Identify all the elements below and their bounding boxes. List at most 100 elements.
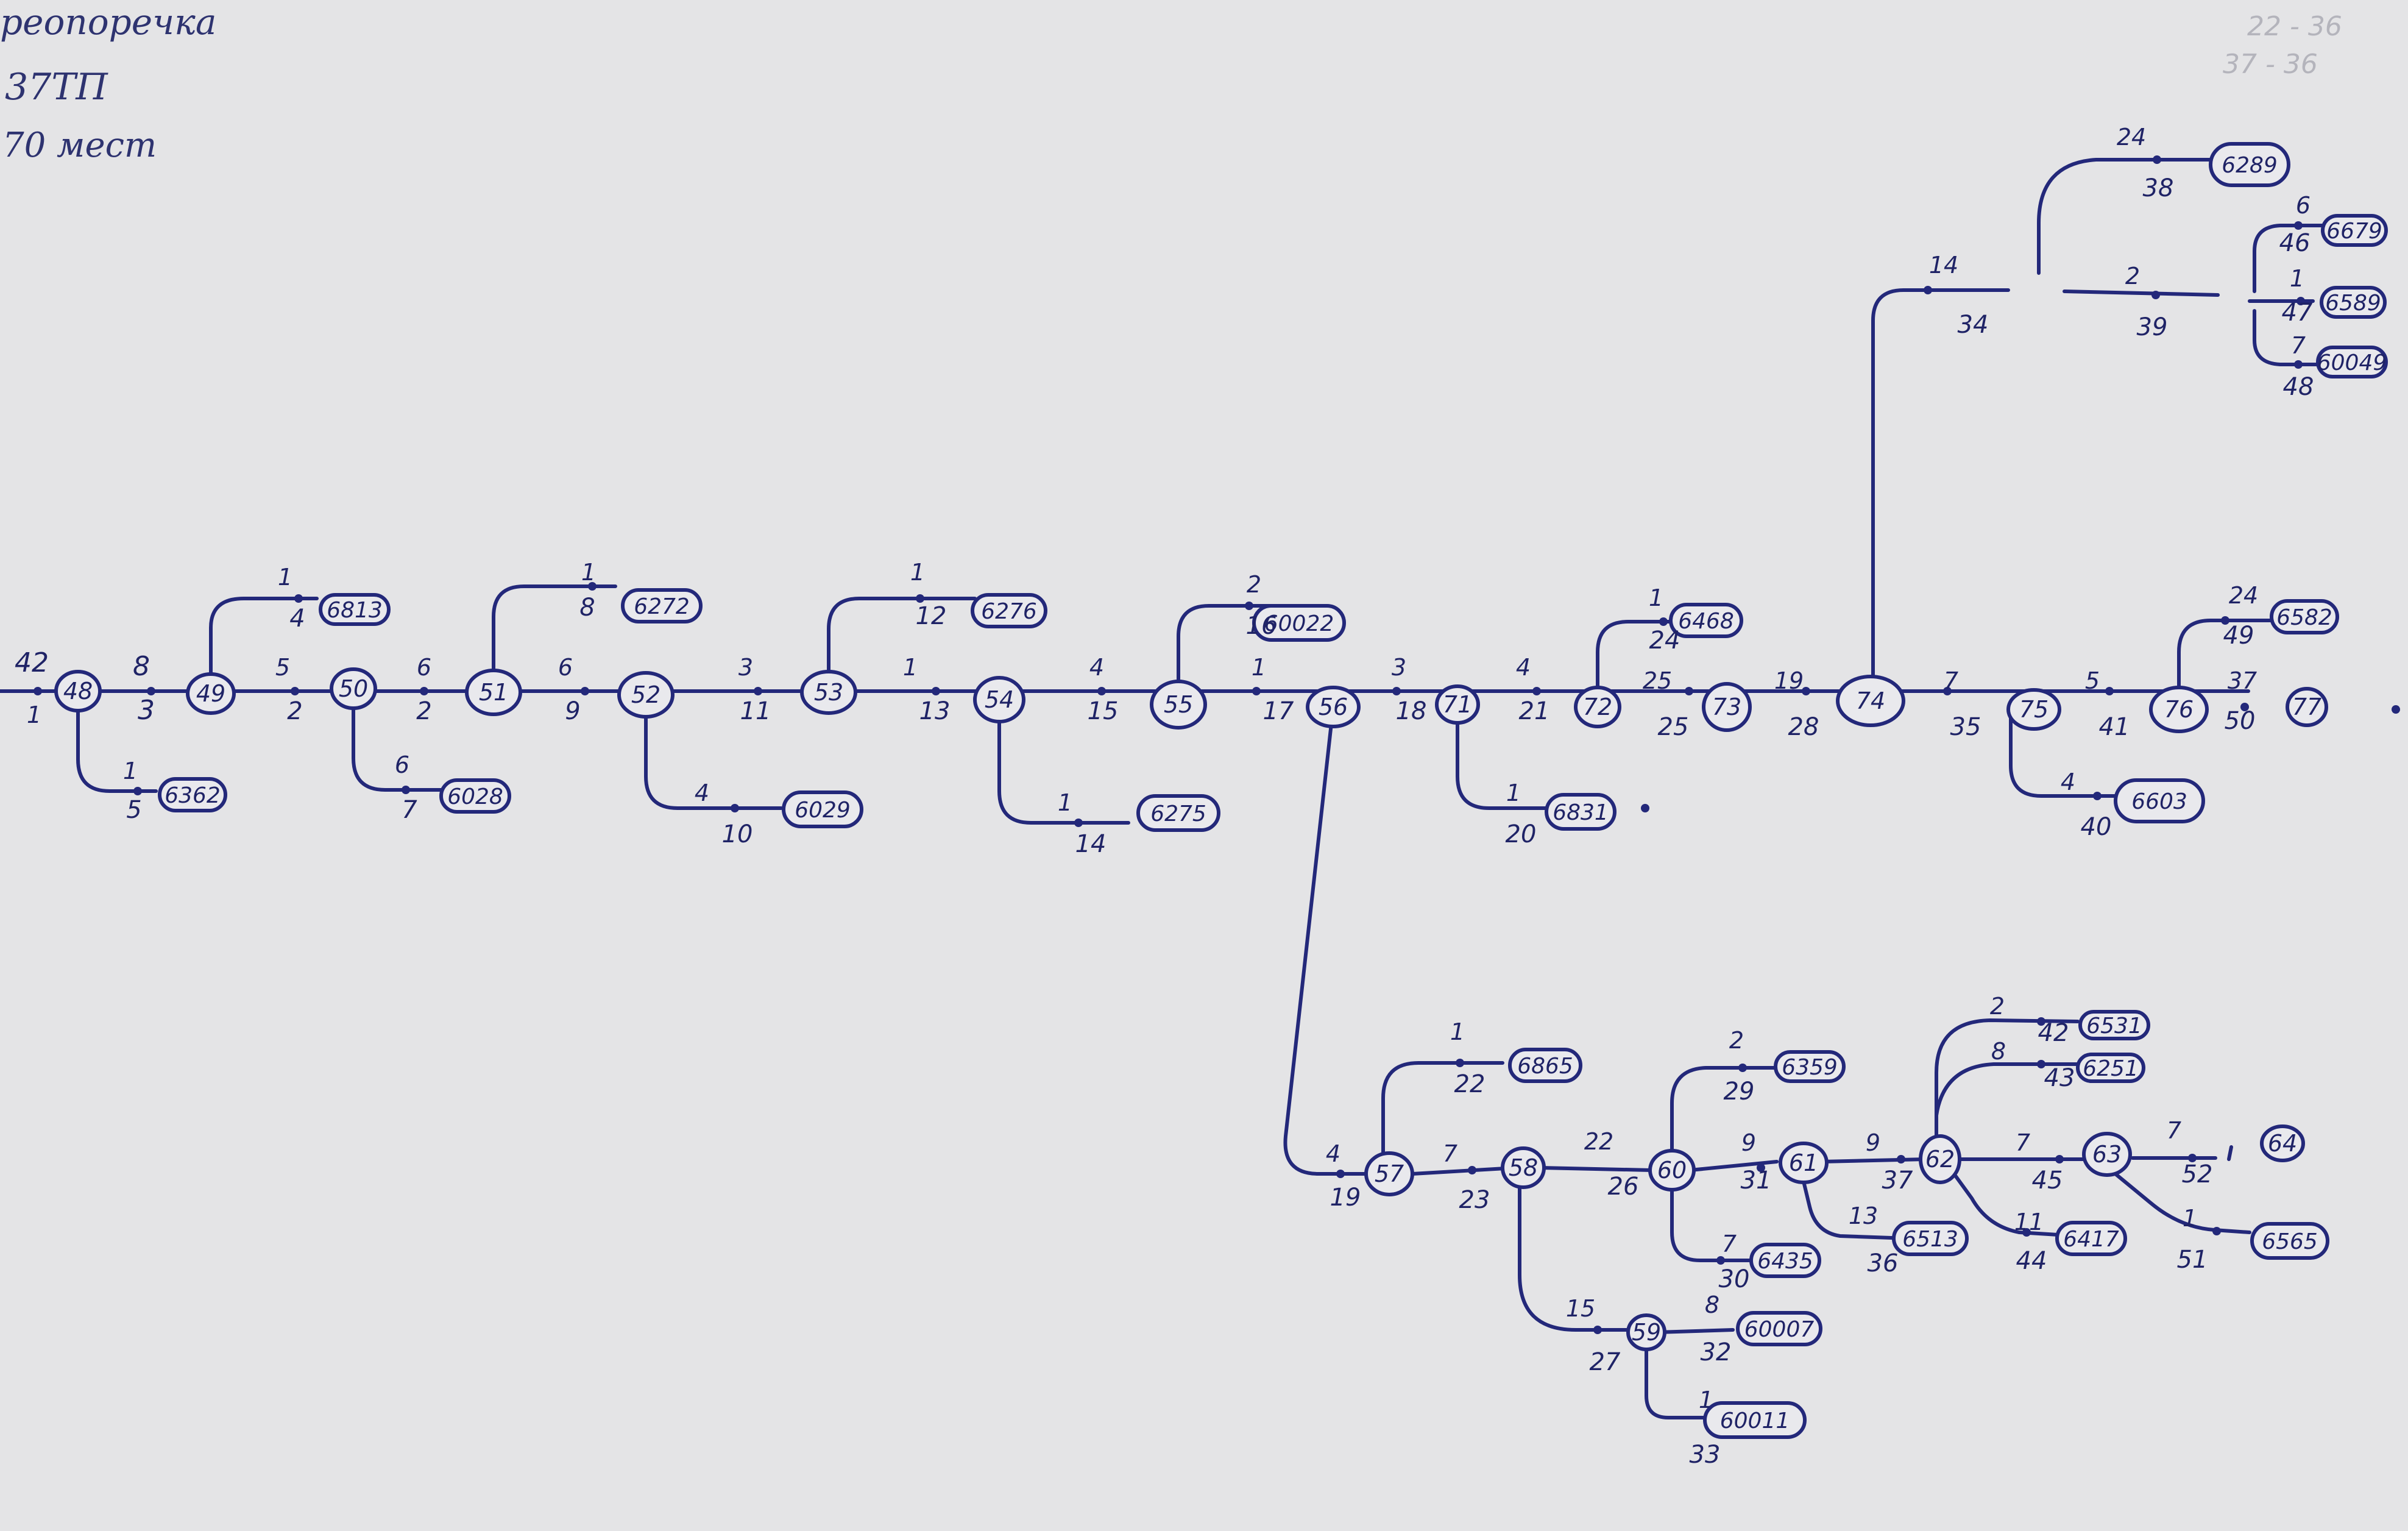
tap-dot xyxy=(754,687,762,695)
segment-number: 9 xyxy=(1741,1129,1756,1156)
tap-dot xyxy=(2296,297,2305,305)
node-74-label: 74 xyxy=(1856,687,1885,714)
node-48-outline xyxy=(54,670,102,712)
tap-dot xyxy=(1943,687,1952,695)
segment-number: 41 xyxy=(2099,713,2130,741)
wire-segment xyxy=(2227,1145,2233,1161)
terminal-6468-label: 6468 xyxy=(1678,609,1734,634)
segment-number: 21 xyxy=(1519,697,1550,725)
segment-number: 26 xyxy=(1608,1173,1639,1201)
terminal-6531-label: 6531 xyxy=(2086,1014,2142,1039)
terminal-6275-outline xyxy=(1136,794,1220,832)
segment-number: 24 xyxy=(2229,582,2258,609)
segment-number: 1 xyxy=(1506,780,1521,806)
node-54-label: 54 xyxy=(985,686,1014,713)
segment-number: 27 xyxy=(1590,1348,1621,1376)
segment-number: 5 xyxy=(2085,667,2100,694)
segment-number: 9 xyxy=(565,697,580,725)
segment-number: 6 xyxy=(417,654,431,681)
tap-dot xyxy=(2022,1228,2031,1237)
node-74-outline xyxy=(1836,675,1905,727)
tap-dot xyxy=(1897,1155,1905,1163)
wire-segment xyxy=(1456,699,1556,810)
terminal-6272-label: 6272 xyxy=(634,594,690,619)
tap-dot xyxy=(34,687,42,695)
segment-number: 12 xyxy=(916,602,947,630)
segment-number: 46 xyxy=(2279,229,2311,257)
segment-number: 11 xyxy=(740,697,771,725)
segment-number: 35 xyxy=(1950,713,1981,741)
segment-number: 17 xyxy=(1263,697,1294,725)
node-56-label: 56 xyxy=(1319,694,1348,720)
segment-number: 4 xyxy=(289,605,305,633)
segment-number: 37 xyxy=(2228,667,2257,694)
segment-number: 6 xyxy=(2296,192,2311,219)
tap-dot xyxy=(1456,1059,1464,1067)
segment-number: 45 xyxy=(2032,1167,2063,1195)
wire-segment xyxy=(2037,158,2215,275)
terminal-6417-outline xyxy=(2055,1221,2127,1256)
segment-number: 1 xyxy=(1252,654,1266,681)
segment-number: 42 xyxy=(15,647,49,678)
node-75-outline xyxy=(2006,688,2061,731)
terminal-6362-label: 6362 xyxy=(165,783,221,808)
segment-number: 37 xyxy=(1882,1167,1913,1195)
segment-number: 1 xyxy=(27,702,41,728)
tap-dot xyxy=(2093,792,2102,800)
tap-dot xyxy=(1685,687,1693,695)
node-58-outline xyxy=(1501,1146,1546,1189)
node-60-outline xyxy=(1648,1149,1696,1192)
segment-number: 2 xyxy=(287,697,302,725)
segment-number: 3 xyxy=(738,654,753,681)
tap-dot xyxy=(2188,1154,2197,1162)
node-53-label: 53 xyxy=(814,679,843,706)
wire-segment xyxy=(1381,1061,1504,1160)
wire-segment xyxy=(1645,1338,1732,1419)
node-51-outline xyxy=(465,669,522,716)
tap-dot xyxy=(2240,703,2249,711)
tap-dot xyxy=(133,787,142,795)
wire-segment xyxy=(1871,288,2010,703)
node-61-label: 61 xyxy=(1789,1149,1818,1176)
tap-dot xyxy=(420,687,428,695)
segment-number: 48 xyxy=(2283,373,2314,401)
terminal-6289-label: 6289 xyxy=(2222,153,2278,178)
tap-dot xyxy=(1468,1166,1476,1174)
terminal-6589-label: 6589 xyxy=(2325,291,2381,316)
wire-segment xyxy=(1935,1062,2081,1148)
terminal-60011-outline xyxy=(1703,1401,1807,1439)
node-76-outline xyxy=(2149,686,2209,733)
tap-dot xyxy=(932,687,940,695)
node-51-label: 51 xyxy=(479,679,508,706)
segment-number: 50 xyxy=(2225,707,2256,735)
label-layer: 4218314521562671869410311112113114415216… xyxy=(15,124,2314,1469)
terminal-6362-outline xyxy=(158,777,227,812)
segment-number: 14 xyxy=(1929,252,1958,279)
node-55-outline xyxy=(1150,680,1207,730)
tap-dot xyxy=(1757,1163,1765,1172)
segment-number: 19 xyxy=(1330,1184,1361,1212)
terminal-6603-label: 6603 xyxy=(2131,789,2187,814)
tap-dot xyxy=(2153,155,2161,164)
node-59-label: 59 xyxy=(1632,1319,1661,1346)
segment-number: 2 xyxy=(1247,571,1261,598)
segment-number: 5 xyxy=(275,654,290,681)
node-71-label: 71 xyxy=(1443,691,1472,718)
wire-segment xyxy=(2009,708,2121,798)
terminal-6435-label: 6435 xyxy=(1757,1249,1813,1274)
node-55-label: 55 xyxy=(1164,691,1193,718)
segment-number: 4 xyxy=(695,780,709,806)
segment-number: 36 xyxy=(1868,1249,1899,1277)
terminal-6531-outline xyxy=(2078,1010,2150,1040)
tap-dot xyxy=(1392,687,1401,695)
segment-number: 24 xyxy=(2117,124,2146,151)
segment-number: 52 xyxy=(2182,1160,2213,1188)
wire-segment xyxy=(1935,1018,2080,1148)
segment-number: 7 xyxy=(402,796,417,824)
node-49-label: 49 xyxy=(196,680,225,707)
segment-number: 2 xyxy=(2125,263,2140,290)
terminal-60007-label: 60007 xyxy=(1744,1317,1815,1342)
segment-number: 25 xyxy=(1658,713,1689,741)
